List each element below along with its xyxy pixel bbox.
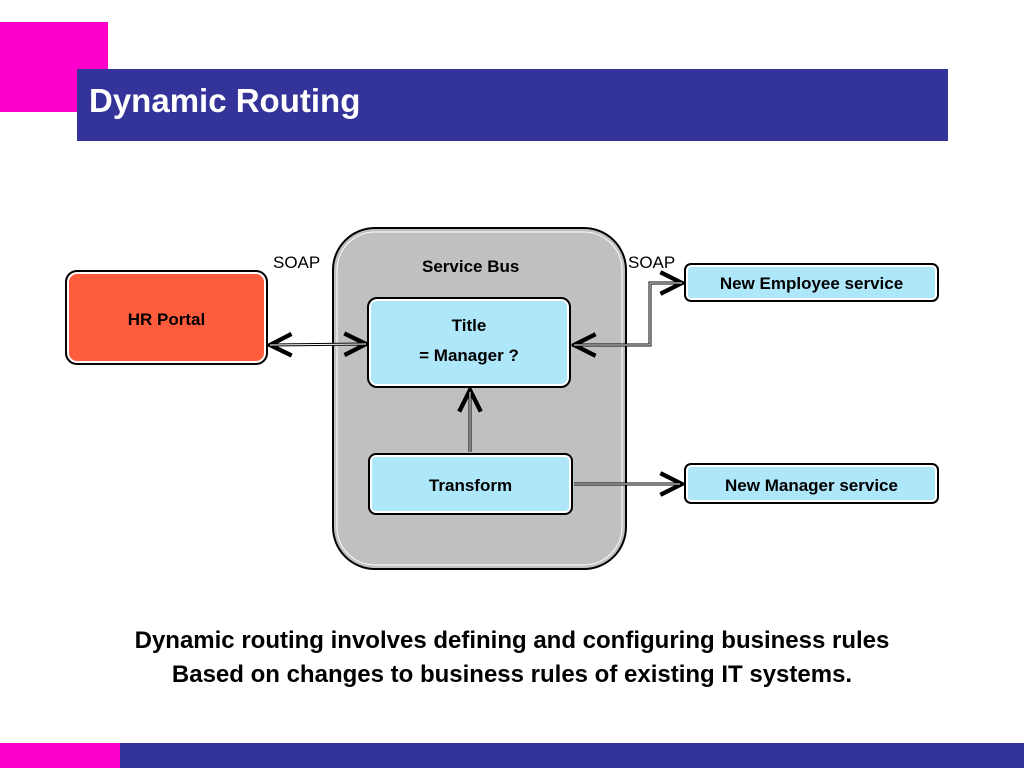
caption-line-1: Dynamic routing involves defining and co… <box>134 627 890 654</box>
title-bar: Dynamic Routing <box>77 69 948 141</box>
service-bus-container <box>332 227 627 570</box>
soap-label-right: SOAP <box>628 253 676 272</box>
decision-box: Title = Manager ? <box>367 297 571 388</box>
caption-line-2: Based on changes to business rules of ex… <box>171 661 853 688</box>
transform-label: Transform <box>428 476 513 495</box>
service-bus-label: Service Bus <box>422 257 520 276</box>
hr-portal-box: HR Portal <box>65 270 268 365</box>
decision-line-1: Title <box>451 316 487 335</box>
footer-blue-bar <box>120 743 1024 768</box>
new-employee-service-box: New Employee service <box>684 263 939 302</box>
new-manager-service-label: New Manager service <box>725 476 898 495</box>
soap-label-left: SOAP <box>273 253 321 272</box>
footer-pink-bar <box>0 743 120 768</box>
slide-caption: Dynamic routing involves defining and co… <box>0 624 1024 692</box>
slide-title: Dynamic Routing <box>89 82 361 119</box>
new-employee-service-label: New Employee service <box>719 274 904 293</box>
transform-box: Transform <box>368 453 573 515</box>
new-manager-service-box: New Manager service <box>684 463 939 504</box>
hr-portal-label: HR Portal <box>127 310 206 329</box>
decision-line-2: = Manager ? <box>419 346 519 365</box>
